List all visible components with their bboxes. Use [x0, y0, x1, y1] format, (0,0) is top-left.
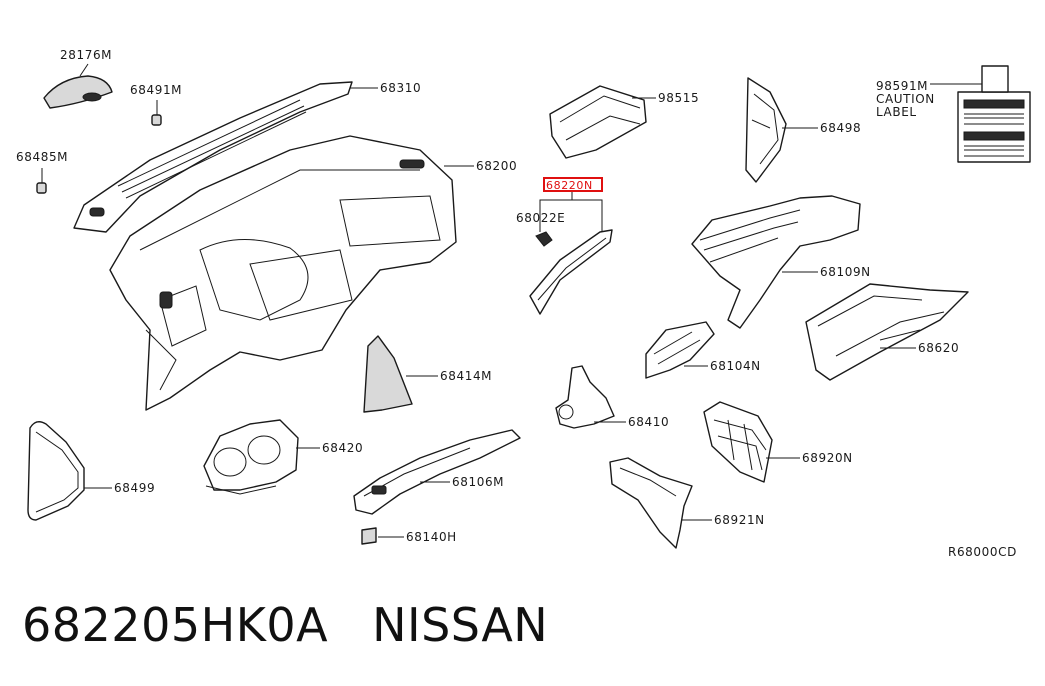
label-68140H: 68140H — [406, 530, 457, 544]
label-68498: 68498 — [820, 121, 861, 135]
label-68414M: 68414M — [440, 369, 492, 383]
part-68491M-clip — [151, 100, 162, 126]
part-68920N-bracket — [703, 401, 800, 483]
part-68109N-lower-panel — [691, 195, 861, 329]
part-68310-top-panel — [73, 81, 378, 233]
caption-part-number: 682205HK0A — [22, 598, 329, 652]
part-28176M-cover — [43, 63, 113, 109]
part-68921N-lower-cover — [609, 457, 712, 549]
label-98515: 98515 — [658, 91, 699, 105]
caption: 682205HK0A NISSAN — [22, 598, 548, 652]
part-98515-bracket — [549, 85, 656, 159]
part-68104N-vent — [645, 321, 715, 379]
highlight-box-68220N — [543, 177, 603, 192]
part-68498-side-panel — [745, 77, 818, 183]
part-68620-glove-box — [805, 283, 969, 381]
part-68414M-side-cover — [363, 335, 438, 413]
label-68106M: 68106M — [452, 475, 504, 489]
label-68410: 68410 — [628, 415, 669, 429]
part-68499-frame — [27, 421, 112, 521]
label-98591M: 98591M — [876, 79, 928, 93]
part-68140H-pad — [361, 527, 404, 545]
label-68485M: 68485M — [16, 150, 68, 164]
label-caution-line1: CAUTION — [876, 92, 935, 106]
label-68921N: 68921N — [714, 513, 765, 527]
label-68104N: 68104N — [710, 359, 761, 373]
label-68920N: 68920N — [802, 451, 853, 465]
part-98591M-caution-label — [930, 65, 1031, 163]
label-68620: 68620 — [918, 341, 959, 355]
label-68220N[interactable]: 68220N — [546, 179, 593, 192]
label-68420: 68420 — [322, 441, 363, 455]
label-68109N: 68109N — [820, 265, 871, 279]
label-caution-line2: LABEL — [876, 105, 917, 119]
part-68410-lower-cover — [555, 365, 626, 429]
label-68491M: 68491M — [130, 83, 182, 97]
part-68420-cluster-hood — [203, 419, 320, 495]
label-28176M: 28176M — [60, 48, 112, 62]
diagram-code: R68000CD — [948, 545, 1017, 559]
part-68485M-clip — [36, 168, 47, 194]
label-68310: 68310 — [380, 81, 421, 95]
label-68200: 68200 — [476, 159, 517, 173]
part-68220N-finisher[interactable] — [529, 192, 613, 315]
part-68200-instrument-panel — [109, 135, 474, 411]
part-68106M-console-finisher — [353, 429, 521, 515]
label-68022E: 68022E — [516, 211, 565, 225]
part-68022E-clip — [535, 226, 553, 247]
label-68499: 68499 — [114, 481, 155, 495]
caption-brand: NISSAN — [372, 598, 549, 652]
